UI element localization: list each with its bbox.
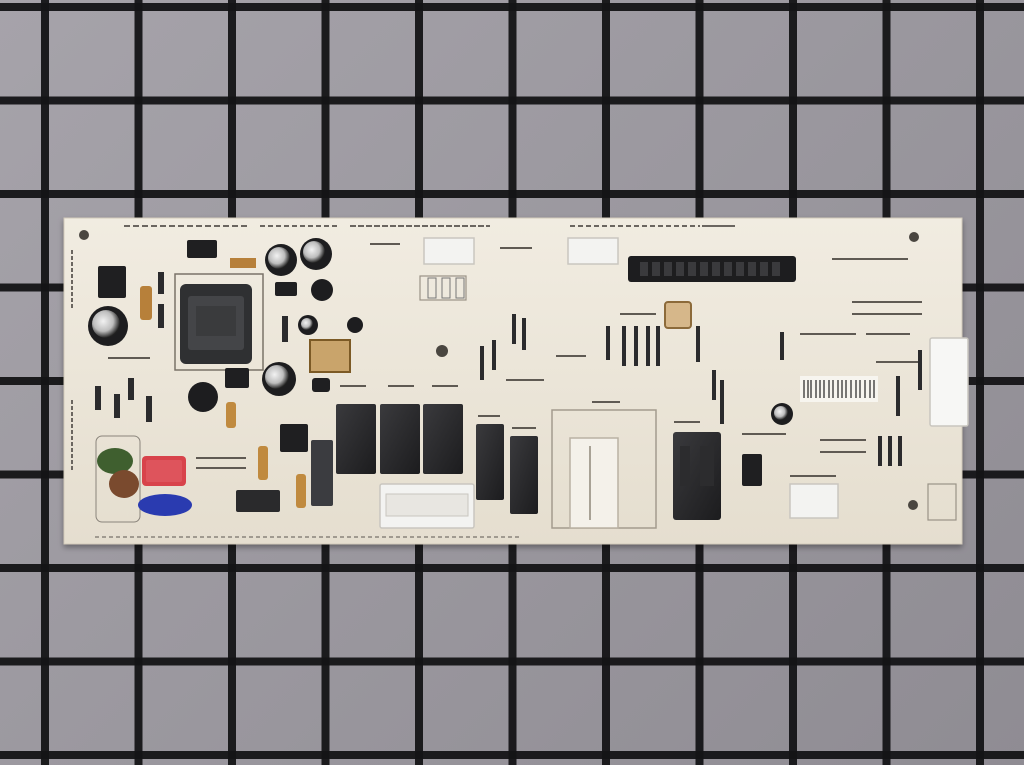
film-capacitors — [95, 435, 192, 523]
resistor — [296, 474, 306, 508]
resistor-array — [230, 258, 256, 268]
ic-chip — [98, 266, 126, 298]
capacitor-blue — [138, 494, 192, 516]
relays — [311, 404, 721, 520]
mounting-hole — [436, 345, 448, 357]
ic-chip — [275, 282, 297, 296]
side-connector — [929, 337, 969, 427]
electrolytic-capacitors — [88, 238, 793, 425]
slide-switch — [236, 490, 280, 512]
relay — [311, 440, 333, 506]
relay — [510, 436, 538, 514]
mounting-hole — [908, 500, 918, 510]
relay — [380, 404, 420, 474]
barcode-label — [800, 376, 878, 402]
mounting-holes — [79, 230, 919, 510]
relay — [336, 404, 376, 474]
small-ics — [98, 240, 762, 486]
ic-chip — [742, 454, 762, 486]
relay — [476, 424, 504, 500]
capacitor — [347, 317, 363, 333]
smd-components — [95, 272, 922, 466]
small-connector — [567, 237, 619, 265]
resistor — [226, 402, 236, 428]
capacitor — [188, 382, 218, 412]
relay — [423, 404, 463, 474]
ic-chip — [187, 240, 217, 258]
header-block — [309, 339, 351, 373]
ic-chip — [225, 368, 249, 388]
resistor — [258, 446, 268, 480]
main-relay-footprint — [551, 409, 657, 529]
silkscreen-marks — [108, 243, 922, 477]
copper-components — [140, 258, 692, 508]
capacitor — [311, 279, 333, 301]
oscillator — [664, 301, 692, 329]
ic-chip — [312, 378, 330, 392]
resistor — [140, 286, 152, 320]
small-connector — [789, 483, 839, 519]
mounting-hole — [909, 232, 919, 242]
capacitor-brown — [109, 470, 139, 498]
small-connector — [423, 237, 475, 265]
transformer — [174, 273, 264, 371]
capacitor-green — [97, 448, 133, 474]
connectors — [236, 237, 969, 529]
mounting-hole — [79, 230, 89, 240]
ic-chip — [280, 424, 308, 452]
